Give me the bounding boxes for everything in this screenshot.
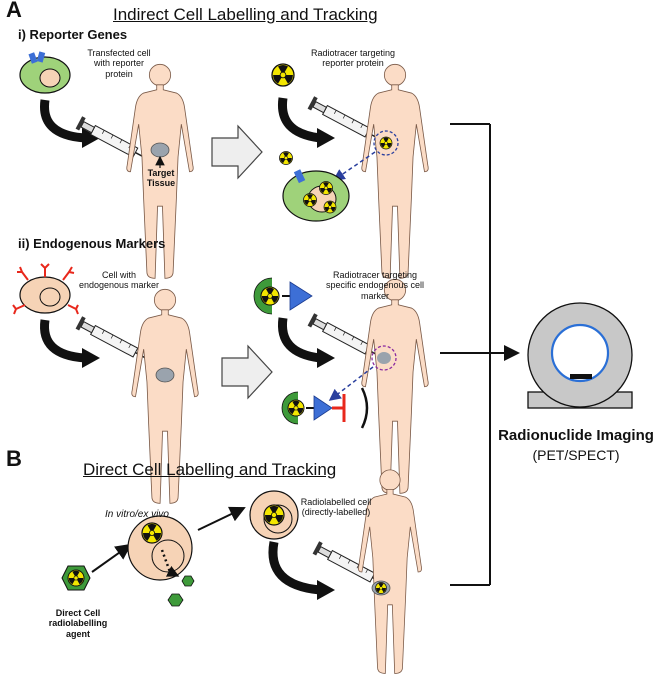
tagged-cell-1 xyxy=(282,169,350,222)
reporter-tracer-label: Radiotracer targeting reporter protein xyxy=(310,48,396,69)
target-tissue-label: Target Tissue xyxy=(146,168,176,189)
invitro-cell xyxy=(127,515,193,581)
agent-hexagon xyxy=(61,565,91,591)
radiolabelled-cell-label: Radiolabelled cell (directly-labelled) xyxy=(300,497,372,518)
endogenous-tracer-label: Radiotracer targeting specific endogenou… xyxy=(325,270,425,301)
invitro-label: In vitro/ex vivo xyxy=(105,509,169,520)
radiotracer-bound-marker xyxy=(281,387,369,429)
transfected-cell-label: Transfected cell with reporter protein xyxy=(87,48,151,79)
panel-b-letter: B xyxy=(6,446,22,471)
panel-b-title: Direct Cell Labelling and Tracking xyxy=(83,460,337,479)
panel-a-letter: A xyxy=(6,0,22,22)
endogenous-cell xyxy=(12,263,79,315)
curved-arrow-1 xyxy=(40,99,86,143)
endogenous-cell-label: Cell with endogenous marker xyxy=(78,270,160,291)
agent-label: Direct Cell radiolabelling agent xyxy=(48,608,108,639)
panel-a-title: Indirect Cell Labelling and Tracking xyxy=(113,5,378,24)
scanner-icon xyxy=(527,302,633,409)
transfected-cell xyxy=(19,51,71,94)
endogenous-heading: ii) Endogenous Markers xyxy=(18,236,166,251)
reporter-heading: i) Reporter Genes xyxy=(18,27,128,42)
body-4 xyxy=(361,278,429,494)
radiotracer-icon-1 xyxy=(271,63,295,87)
hollow-arrow-1 xyxy=(211,124,263,180)
radiolabelled-cell xyxy=(249,490,299,540)
radiotracer-conjugate-1 xyxy=(253,277,313,315)
connector-lines xyxy=(440,123,520,586)
imaging-title: Radionuclide Imaging xyxy=(498,427,654,444)
body-2 xyxy=(361,63,429,279)
imaging-subtitle: (PET/SPECT) xyxy=(532,447,620,463)
hollow-arrow-2 xyxy=(221,344,273,400)
